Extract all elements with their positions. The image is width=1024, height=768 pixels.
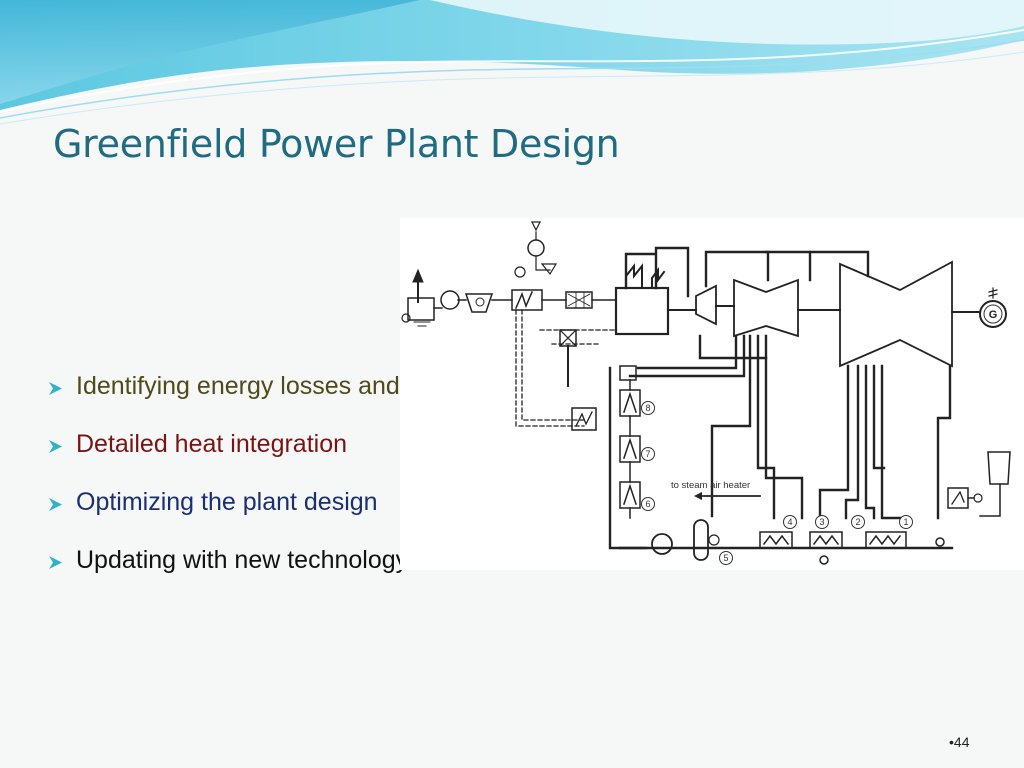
bullet-text: Optimizing the plant design	[76, 488, 378, 516]
ip-turbine	[733, 278, 799, 338]
arrow-bullet-icon	[49, 498, 62, 511]
generator-label: G	[989, 309, 998, 321]
bullet-item: Optimizing the plant design	[48, 482, 468, 523]
stack-icon	[401, 268, 435, 327]
arrow-bullet-icon	[49, 382, 62, 395]
hp-heaters	[619, 365, 641, 519]
pump-icon	[651, 533, 673, 555]
hp-turbine	[695, 284, 717, 326]
heater-number-5: 5	[723, 553, 728, 563]
page-number: •44	[949, 734, 970, 750]
heater-number-2: 2	[855, 517, 860, 527]
bullet-list: Identifying energy losses and gains Deta…	[48, 366, 468, 598]
lp-heaters	[759, 531, 945, 565]
slide-title: Greenfield Power Plant Design	[53, 122, 620, 166]
bullet-text: Updating with new technology	[76, 546, 409, 574]
steam-air-heater-label: to steam air heater	[671, 480, 750, 491]
deaerator-icon	[693, 519, 709, 561]
lp-turbine	[839, 260, 953, 368]
heater-number-7: 7	[645, 449, 650, 459]
arrow-bullet-icon	[49, 440, 62, 453]
cooling-tower-icon	[987, 451, 1011, 485]
heater-number-8: 8	[645, 403, 650, 413]
bullet-item: Updating with new technology	[48, 540, 468, 581]
heater-number-4: 4	[787, 517, 792, 527]
arrow-bullet-icon	[49, 556, 62, 569]
heater-number-3: 3	[819, 517, 824, 527]
bullet-text: Detailed heat integration	[76, 430, 348, 458]
heater-number-6: 6	[645, 499, 650, 509]
heater-number-1: 1	[903, 517, 908, 527]
header-wave-decoration	[0, 0, 1024, 125]
bullet-item: Detailed heat integration	[48, 424, 468, 465]
generator-icon	[979, 300, 1007, 328]
power-plant-schematic: 8 7 6 5 4 3 2 1 G to steam air heater	[400, 218, 1024, 570]
